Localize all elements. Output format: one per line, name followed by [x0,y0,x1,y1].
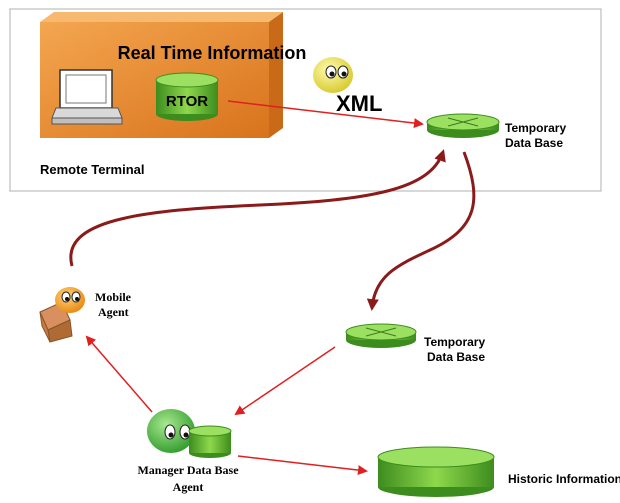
arrow-rtor-to-temp-db [227,100,424,129]
xml-face-icon [313,57,353,93]
historic-information-label: Historic Information [508,472,620,486]
real-time-information-title: Real Time Information [118,43,307,63]
arrow-manager-to-historic [237,455,368,476]
manager-database-agent-icon [147,409,232,458]
mobile-agent-icon [39,287,85,343]
temporary-database-middle-icon [345,323,417,348]
temporary-database-top-icon [426,113,500,138]
manager-agent-label-2: Agent [173,480,204,494]
curve-temp-db-to-temp-db [366,151,476,311]
rtor-label: RTOR [166,93,208,110]
temporary-database-middle-label-1: Temporary [424,335,485,349]
temporary-database-top-label-1: Temporary [505,121,566,135]
xml-label: XML [336,91,382,116]
rtor-cylinder-icon [155,72,219,121]
mobile-agent-label-2: Agent [98,305,129,319]
temporary-database-top-label-2: Data Base [505,136,563,150]
curve-mobile-agent-to-temp-db [69,149,446,267]
arrow-manager-to-mobile-agent [85,335,153,413]
computer-icon [51,69,123,125]
historic-database-icon [377,446,495,497]
arrow-temp-db-to-manager [234,346,336,416]
remote-terminal-caption: Remote Terminal [40,162,145,177]
temporary-database-middle-label-2: Data Base [427,350,485,364]
mobile-agent-label-1: Mobile [95,290,132,304]
manager-agent-label-1: Manager Data Base [137,463,239,477]
